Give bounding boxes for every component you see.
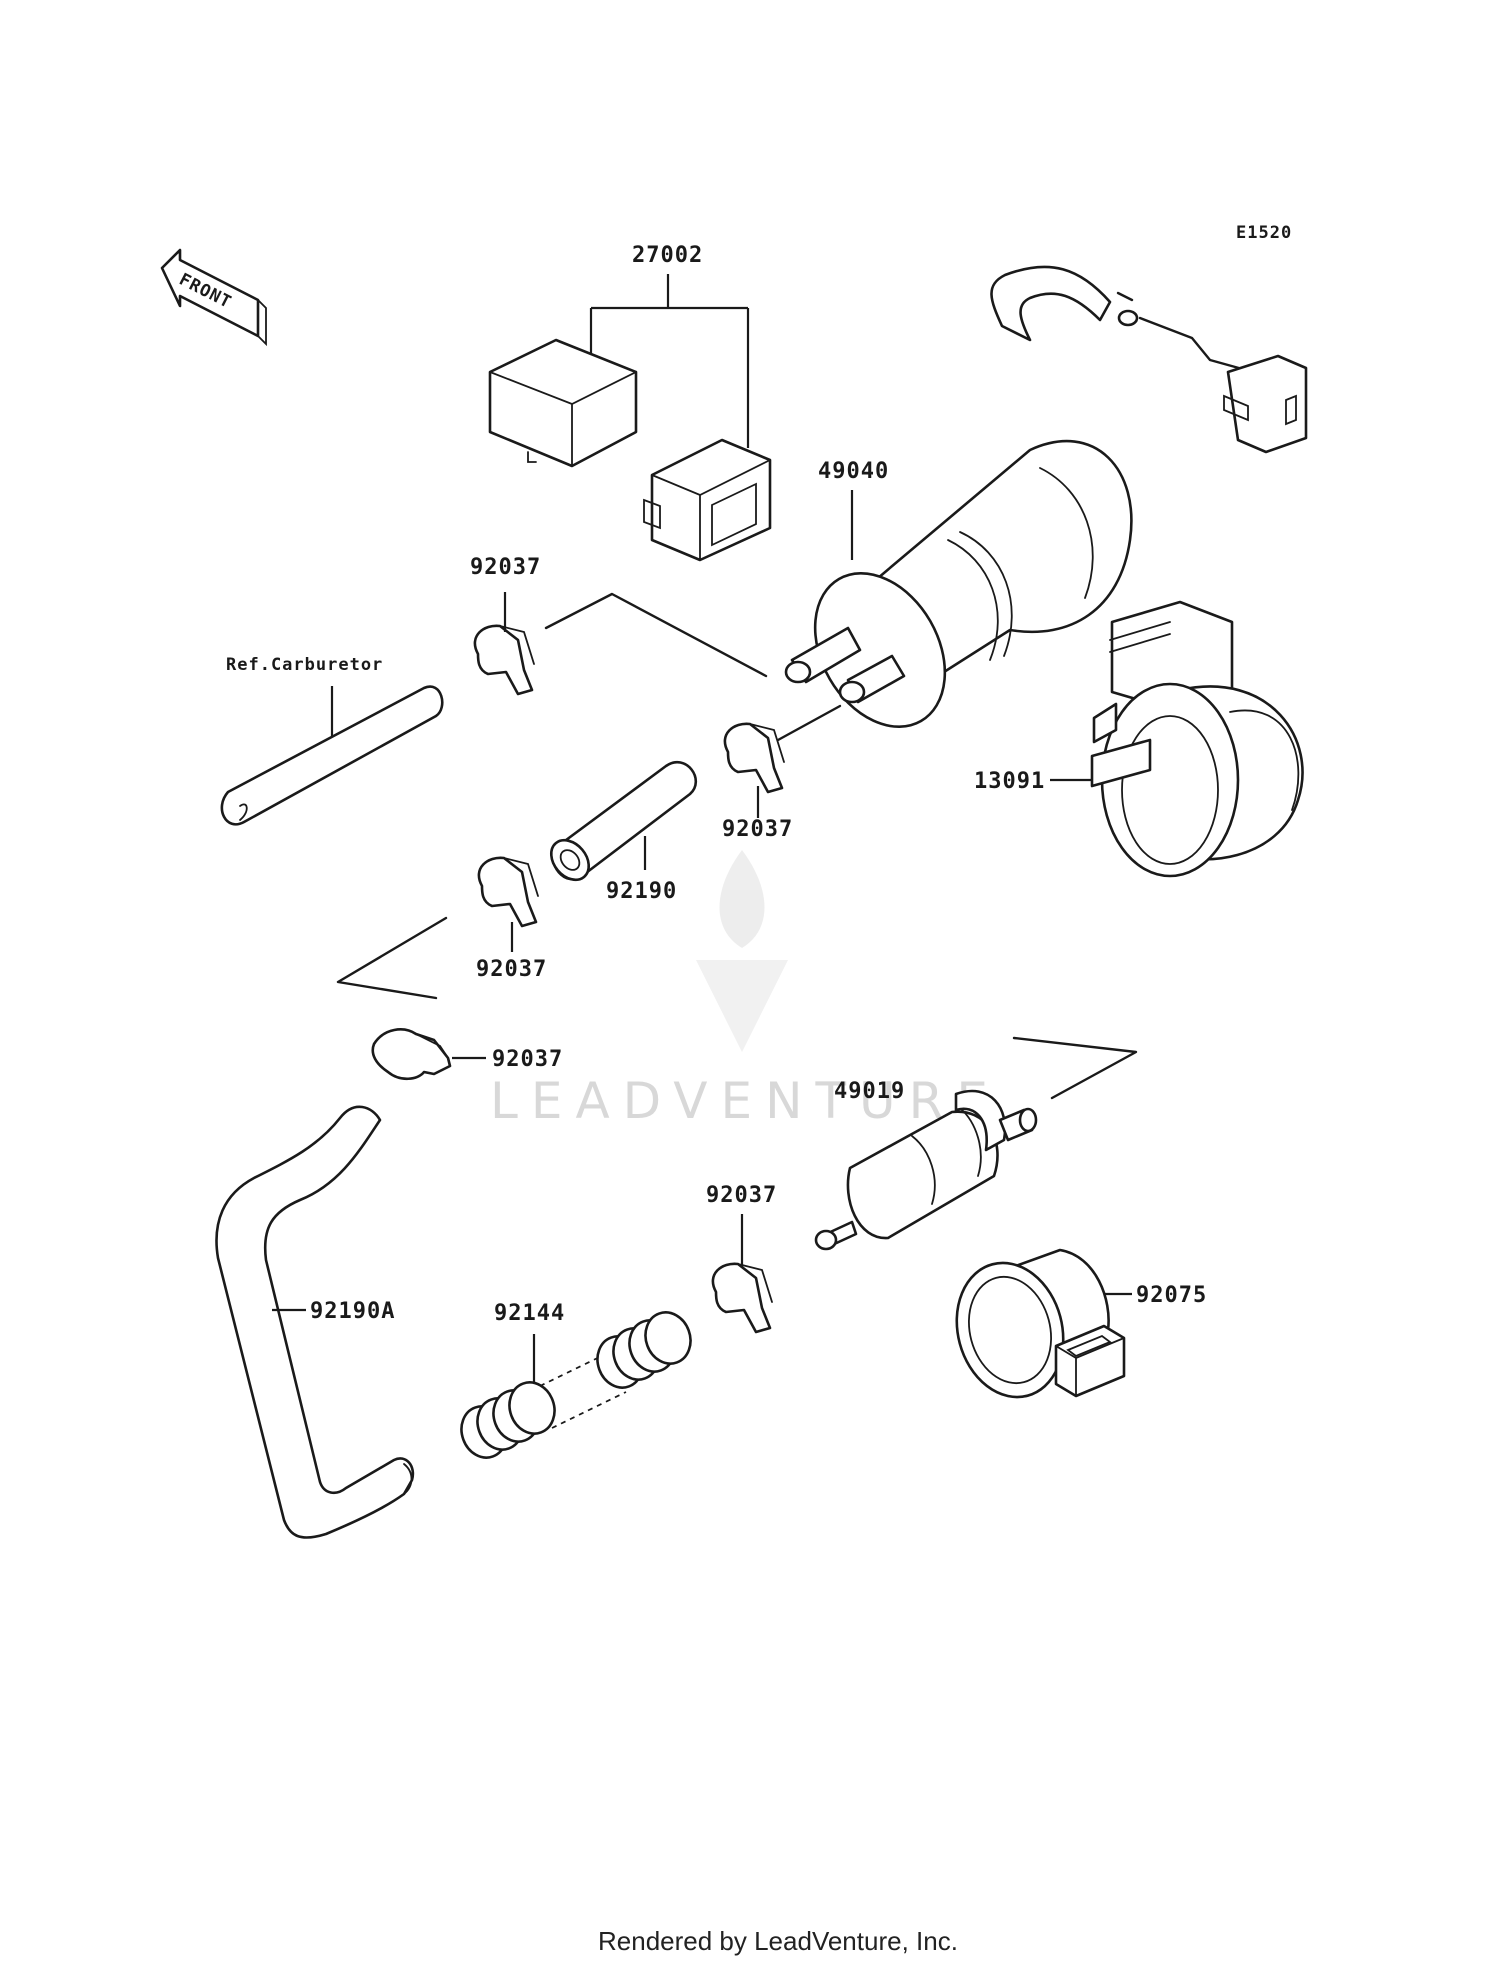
clamp-band-13091: [1090, 600, 1304, 878]
hose-92190A: [215, 1105, 415, 1539]
label-49040: 49040: [818, 459, 889, 484]
label-92037-c: 92037: [476, 957, 547, 982]
label-92144: 92144: [494, 1301, 565, 1326]
carburetor-hose: [220, 685, 444, 826]
front-arrow-icon: [160, 248, 267, 347]
watermark-logo: [696, 850, 788, 1052]
rubber-holder-92075: [955, 1248, 1126, 1399]
spring-92144: [460, 1311, 692, 1459]
clip-92037-b: [723, 722, 785, 794]
label-92037-b: 92037: [722, 817, 793, 842]
clip-92037-a: [473, 624, 535, 696]
leader-27002: [589, 274, 750, 448]
relay-27002: [488, 338, 638, 468]
clip-92037-c: [477, 856, 539, 928]
diagram-code: E1520: [1236, 223, 1292, 243]
label-92037-a: 92037: [470, 555, 541, 580]
fuel-pump-49040: [784, 265, 1308, 729]
label-92037-d: 92037: [492, 1047, 563, 1072]
clip-92037-d: [371, 1028, 452, 1081]
clip-92037-e: [711, 1262, 773, 1334]
label-13091: 13091: [974, 769, 1045, 794]
connector-27002: [643, 438, 772, 562]
fuel-filter-49019: [814, 1089, 1038, 1251]
label-92075: 92075: [1136, 1283, 1207, 1308]
watermark-text: LEADVENTURE: [490, 1072, 1001, 1130]
label-27002: 27002: [632, 243, 703, 268]
label-92037-e: 92037: [706, 1183, 777, 1208]
label-92190: 92190: [606, 879, 677, 904]
hose-92190: [549, 760, 698, 882]
label-49019: 49019: [834, 1079, 905, 1104]
ref-carburetor-label: Ref.Carburetor: [226, 655, 383, 675]
label-92190A: 92190A: [310, 1299, 395, 1324]
footer-credit: Rendered by LeadVenture, Inc.: [598, 1926, 958, 1956]
